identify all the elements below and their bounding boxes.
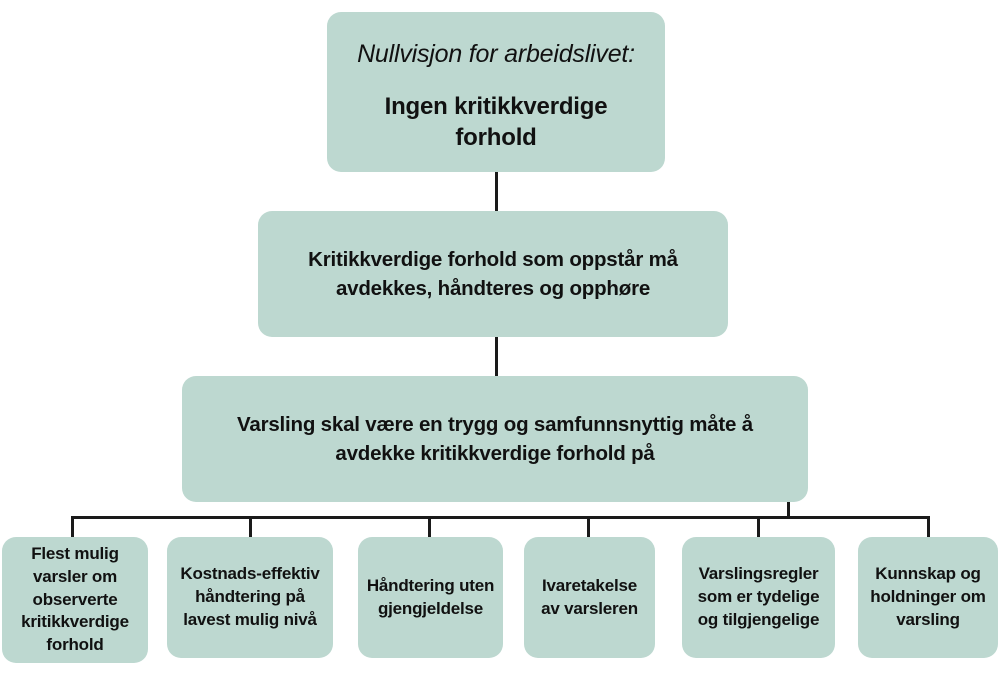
node-vision-lead-text: Nullvisjon for arbeidslivet:	[357, 40, 635, 68]
connector-drop-leaf-4	[757, 518, 760, 537]
connector-drop-leaf-5	[927, 518, 930, 537]
node-leaf-handtering-uten-gjengjeldelse[interactable]: Håndtering uten gjengjeldelse	[358, 537, 503, 658]
connector-drop-leaf-0	[71, 518, 74, 537]
node-vision[interactable]: Nullvisjon for arbeidslivet: Ingen kriti…	[327, 12, 665, 172]
node-leaf-5-text: Kunnskap og holdninger om varsling	[870, 564, 986, 629]
node-leaf-4-text: Varslingsregler som er tydelige og tilgj…	[697, 564, 820, 629]
connector-level2-to-level3	[495, 337, 498, 376]
node-level-3[interactable]: Varsling skal være en trygg og samfunnsn…	[182, 376, 808, 502]
connector-drop-leaf-1	[249, 518, 252, 537]
connector-drop-leaf-3	[587, 518, 590, 537]
connector-horizontal-bus	[71, 516, 930, 519]
node-leaf-varslingsregler[interactable]: Varslingsregler som er tydelige og tilgj…	[682, 537, 835, 658]
node-leaf-ivaretakelse-av-varsleren[interactable]: Ivaretakelse av varsleren	[524, 537, 655, 658]
connector-drop-leaf-2	[428, 518, 431, 537]
node-level-2[interactable]: Kritikkverdige forhold som oppstår må av…	[258, 211, 728, 337]
connector-level3-stem	[787, 502, 790, 517]
node-leaf-kunnskap-og-holdninger[interactable]: Kunnskap og holdninger om varsling	[858, 537, 998, 658]
node-leaf-flest-mulig-varsler[interactable]: Flest mulig varsler om observerte kritik…	[2, 537, 148, 663]
node-vision-main-text: Ingen kritikkverdige forhold	[384, 93, 608, 152]
node-leaf-1-text: Kostnads-effektiv håndtering på lavest m…	[180, 564, 320, 629]
node-level-2-text: Kritikkverdige forhold som oppstår må av…	[308, 247, 678, 300]
node-level-3-text: Varsling skal være en trygg og samfunnsn…	[237, 412, 753, 465]
node-leaf-kostnadseffektiv-handtering[interactable]: Kostnads-effektiv håndtering på lavest m…	[167, 537, 333, 658]
node-leaf-2-text: Håndtering uten gjengjeldelse	[366, 575, 495, 618]
node-leaf-0-text: Flest mulig varsler om observerte kritik…	[21, 543, 129, 655]
connector-vision-to-level2	[495, 172, 498, 211]
node-leaf-3-text: Ivaretakelse av varsleren	[541, 575, 638, 618]
